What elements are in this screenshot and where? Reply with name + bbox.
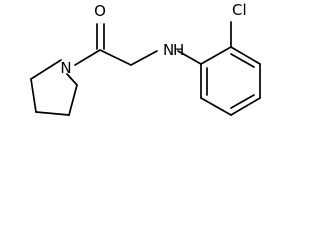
chemical-structure: O N N H Cl	[30, 1, 261, 116]
oxygen-label: O	[94, 2, 106, 20]
ring-nitrogen-label: N	[60, 59, 71, 77]
ring-bond-c3-c4	[68, 84, 78, 116]
phenyl-bond-5	[200, 97, 232, 116]
bond-carbonyl-methylene	[99, 49, 132, 66]
ring-bond-c1-c2	[30, 78, 37, 113]
methylene-linker	[99, 49, 158, 66]
bond-nh-phenyl	[177, 50, 202, 65]
phenyl-inner-bond-a	[230, 53, 255, 68]
amide-group	[74, 23, 105, 66]
phenyl-inner-bond-b	[230, 94, 255, 109]
bond-n-carbonyl-carbon	[74, 49, 101, 66]
phenyl-bond-4	[230, 97, 261, 116]
bond-methylene-nh	[130, 50, 158, 66]
ring-bond-n-c1	[30, 59, 62, 80]
chlorine-label: Cl	[232, 1, 247, 19]
amine-nitrogen-label: N	[163, 41, 174, 59]
phenyl-bond-1	[200, 46, 232, 65]
ring-bond-c2-c3	[35, 111, 70, 116]
phenyl-bond-2	[230, 46, 261, 65]
amine-hydrogen-label: H	[173, 41, 184, 59]
chlorophenyl-ring	[200, 46, 261, 116]
ring-bond-c4-n	[66, 73, 78, 86]
pyrrolidine-ring	[30, 59, 78, 116]
